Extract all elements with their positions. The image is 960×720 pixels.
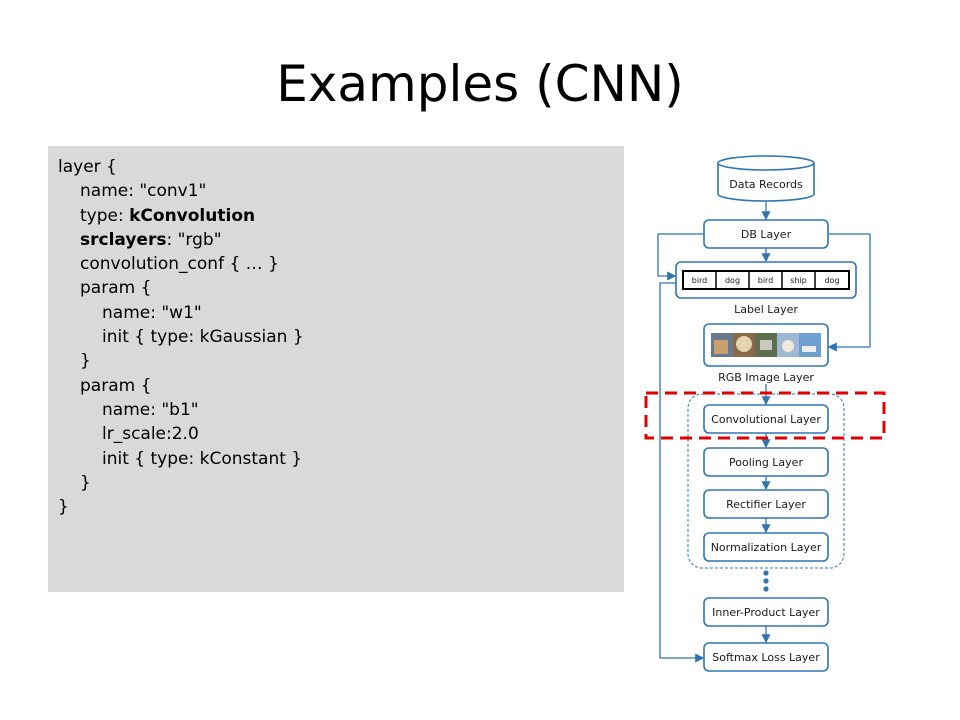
- code-line: srclayers: "rgb": [58, 228, 624, 252]
- rgb-image-layer-node: RGB Image Layer: [703, 323, 829, 384]
- code-line: }: [80, 472, 91, 493]
- code-line: init { type: kConstant }: [102, 448, 303, 469]
- rgb-image-layer-caption: RGB Image Layer: [718, 371, 814, 384]
- convolutional-layer-node: Convolutional Layer: [703, 404, 829, 434]
- label-cell: ship: [790, 276, 807, 285]
- rectifier-layer-label: Rectifier Layer: [726, 498, 806, 511]
- flow-arrows: [657, 201, 871, 663]
- pooling-layer-label: Pooling Layer: [729, 456, 803, 469]
- softmax-loss-layer-label: Softmax Loss Layer: [712, 651, 820, 664]
- label-layer-node: bird dog bird ship dog Label Layer: [675, 261, 857, 316]
- code-line: name: "b1": [102, 399, 199, 420]
- code-keyword: srclayers: [80, 229, 167, 250]
- code-line: param {: [80, 278, 152, 299]
- normalization-layer-node: Normalization Layer: [703, 532, 829, 562]
- data-records-node: Data Records: [717, 155, 815, 202]
- code-line: layer {: [58, 157, 117, 177]
- inner-product-layer-label: Inner-Product Layer: [712, 606, 820, 619]
- code-line: init { type: kGaussian }: [102, 327, 304, 348]
- code-line: }: [80, 351, 91, 372]
- normalization-layer-label: Normalization Layer: [711, 541, 822, 554]
- highlight-box: [644, 391, 886, 440]
- layer-group-outline: [687, 393, 845, 569]
- code-line: }: [58, 497, 69, 518]
- image-thumbnails: [711, 333, 821, 357]
- db-layer-label: DB Layer: [741, 228, 792, 241]
- label-layer-caption: Label Layer: [734, 303, 798, 316]
- data-records-label: Data Records: [729, 178, 803, 191]
- convolutional-layer-label: Convolutional Layer: [711, 413, 821, 426]
- label-cell: dog: [725, 276, 740, 285]
- code-keyword: kConvolution: [129, 205, 256, 226]
- code-line: name: "w1": [102, 302, 202, 323]
- code-line: convolution_conf { … }: [80, 254, 279, 275]
- label-cell: bird: [758, 276, 774, 285]
- code-value: : "rgb": [166, 229, 222, 250]
- pooling-layer-node: Pooling Layer: [703, 447, 829, 477]
- code-line: type: kConvolution: [58, 204, 624, 228]
- rectifier-layer-node: Rectifier Layer: [703, 489, 829, 519]
- inner-product-layer-node: Inner-Product Layer: [703, 597, 829, 627]
- softmax-loss-layer-node: Softmax Loss Layer: [703, 642, 829, 672]
- ellipsis-dots: [763, 570, 769, 592]
- code-line: name: "conv1": [80, 181, 207, 202]
- code-line: lr_scale:2.0: [102, 424, 199, 445]
- code-block: layer { name: "conv1" type: kConvolution…: [48, 146, 624, 592]
- label-cell: bird: [692, 276, 708, 285]
- label-cell: dog: [824, 276, 839, 285]
- label-strip: [682, 270, 850, 290]
- slide-title: Examples (CNN): [276, 55, 684, 113]
- code-line: param {: [80, 375, 152, 396]
- db-layer-node: DB Layer: [703, 219, 829, 249]
- code-key: type:: [80, 205, 130, 226]
